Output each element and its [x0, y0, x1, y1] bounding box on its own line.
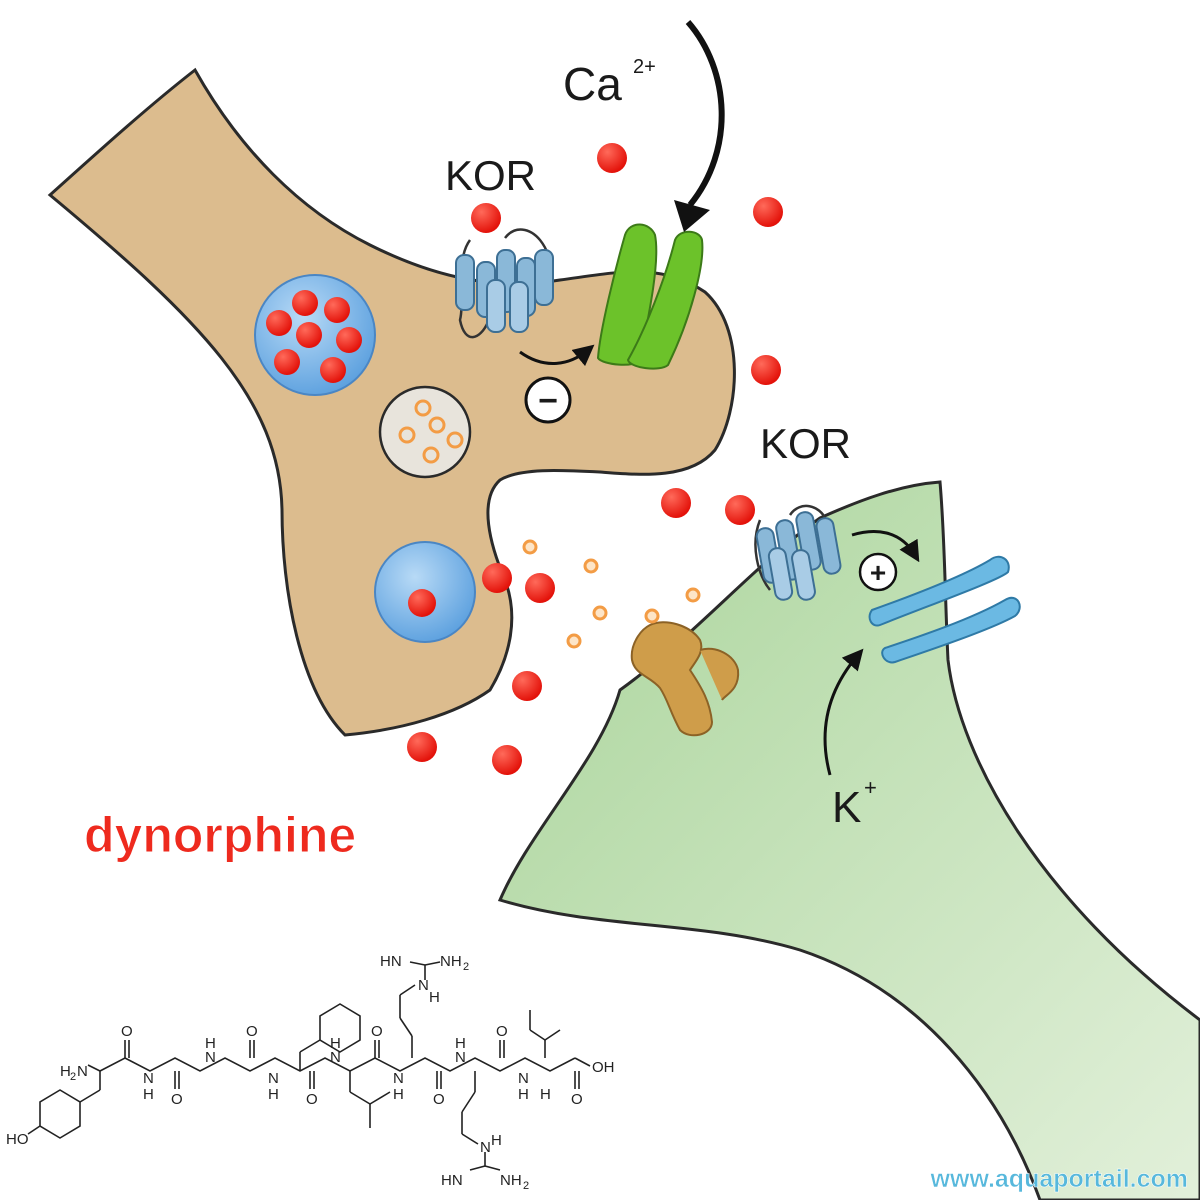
guanidine-bottom-n: N	[480, 1139, 491, 1156]
ligand-gated-channel	[630, 621, 740, 737]
presynaptic-kor-receptor	[455, 228, 554, 339]
amide-h-1: H	[143, 1086, 154, 1103]
amide-h-2: H	[205, 1035, 216, 1052]
postsynaptic-kor-receptor	[754, 504, 842, 601]
activation-sign: +	[870, 557, 886, 588]
carboxyl-oh: OH	[592, 1059, 615, 1076]
oxygen-6: O	[433, 1091, 445, 1108]
oxygen-1: O	[121, 1023, 133, 1040]
amide-n-3: N	[268, 1070, 279, 1087]
watermark: www.aquaportail.com	[930, 1165, 1188, 1193]
amide-h-6: H	[455, 1035, 466, 1052]
potassium-channel	[868, 555, 1021, 664]
calcium-channel	[596, 223, 704, 370]
label-kor-postsynaptic: KOR	[760, 420, 851, 467]
dynorphin-structure: H 2 N O N H O N H O N H O N H O N H O N …	[6, 953, 615, 1192]
amide-n-7: N	[518, 1070, 529, 1087]
amide-h-7: H	[518, 1086, 529, 1103]
calcium-influx-arrow	[685, 20, 725, 207]
activation-arrow	[851, 530, 920, 563]
guanidine-bottom-amine: NH	[500, 1172, 522, 1189]
amide-h-5: H	[393, 1086, 404, 1103]
amide-h-4: H	[330, 1035, 341, 1052]
dynorphin-vesicle	[254, 274, 376, 396]
amide-n-4: N	[330, 1049, 341, 1066]
guanidine-top-n-h: H	[429, 989, 440, 1006]
n-terminus-n: N	[77, 1063, 88, 1080]
amide-n-1: N	[143, 1070, 154, 1087]
potassium-efflux-arrow	[823, 648, 864, 776]
guanidine-bottom-n-h: H	[491, 1132, 502, 1149]
oxygen-4: O	[306, 1091, 318, 1108]
activation-symbol: +	[858, 552, 898, 592]
calcium-arrowhead	[674, 200, 710, 232]
neurotransmitter-vesicle	[378, 385, 472, 479]
n-terminus-sub: 2	[70, 1071, 76, 1083]
inhibition-sign: −	[538, 382, 558, 420]
inhibition-symbol: −	[524, 376, 572, 424]
guanidine-top-n: N	[418, 977, 429, 994]
alpha-h: H	[540, 1086, 551, 1103]
postsynaptic-terminal	[497, 480, 1200, 1200]
guanidine-bottom-amine-sub: 2	[523, 1180, 529, 1192]
figure-title: dynorphine	[84, 807, 356, 863]
amide-h-3: H	[268, 1086, 279, 1103]
amide-n-5: N	[393, 1070, 404, 1087]
label-potassium-ion: K	[832, 783, 861, 832]
amide-n-6: N	[455, 1049, 466, 1066]
guanidine-top-amine-sub: 2	[463, 961, 469, 973]
label-potassium-charge: +	[864, 775, 877, 800]
released-neurotransmitter	[522, 539, 701, 649]
oxygen-5: O	[371, 1023, 383, 1040]
phenol-hydroxyl: HO	[6, 1131, 29, 1148]
oxygen-8: O	[571, 1091, 583, 1108]
label-calcium-charge: 2+	[633, 56, 656, 78]
guanidine-top-imine: HN	[380, 953, 402, 970]
inhibition-arrow	[519, 344, 595, 367]
label-kor-presynaptic: KOR	[445, 152, 536, 199]
oxygen-2: O	[171, 1091, 183, 1108]
fusing-vesicle	[374, 541, 476, 643]
oxygen-7: O	[496, 1023, 508, 1040]
amide-n-2: N	[205, 1049, 216, 1066]
guanidine-bottom-imine: HN	[441, 1172, 463, 1189]
oxygen-3: O	[246, 1023, 258, 1040]
guanidine-top-amine: NH	[440, 953, 462, 970]
n-terminus-h: H	[60, 1063, 71, 1080]
dynorphin-molecules	[407, 143, 783, 775]
label-calcium-ion: Ca	[563, 58, 622, 110]
